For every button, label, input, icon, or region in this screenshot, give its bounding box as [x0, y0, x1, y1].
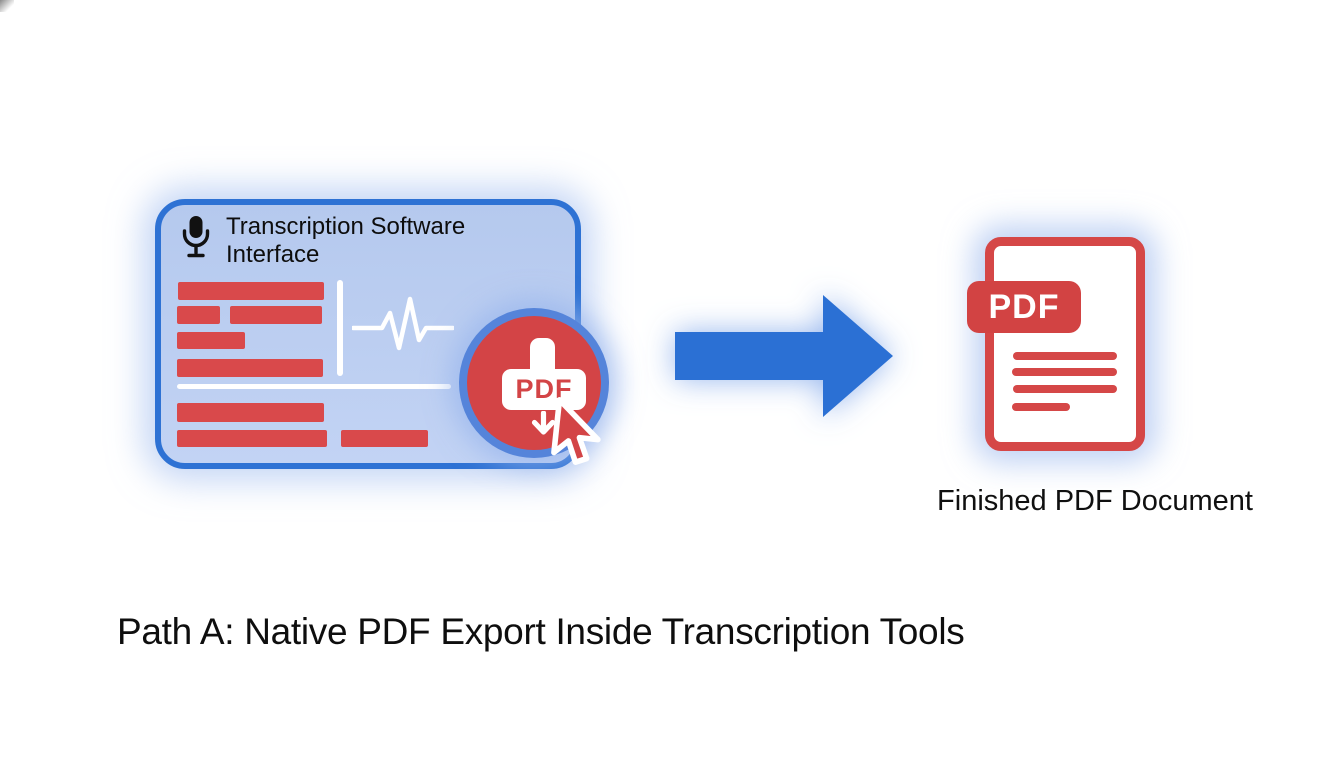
transcript-line: [177, 403, 324, 422]
transcript-line: [177, 306, 220, 324]
document-text-line: [1012, 403, 1070, 411]
document-caption: Finished PDF Document: [937, 485, 1253, 517]
transcript-line: [230, 306, 322, 324]
transcript-line: [341, 430, 428, 447]
card-title: Transcription Software Interface: [226, 213, 466, 268]
transcript-line: [177, 332, 245, 349]
divider-horizontal: [177, 384, 451, 389]
cursor-pointer-icon: [551, 396, 601, 465]
arrow-right-icon: [675, 295, 893, 417]
download-arrow-icon: [531, 411, 556, 435]
diagram-heading: Path A: Native PDF Export Inside Transcr…: [117, 611, 965, 652]
microphone-icon: [182, 216, 210, 258]
pdf-file-icon: [985, 237, 1145, 451]
transcript-line: [178, 282, 324, 300]
transcript-line: [177, 430, 327, 447]
document-text-line: [1012, 368, 1117, 376]
waveform-icon: [352, 296, 454, 351]
document-text-line: [1013, 352, 1117, 360]
pdf-download-icon: [530, 338, 555, 373]
transcript-line: [177, 359, 323, 377]
document-text-line: [1013, 385, 1117, 393]
corner-artifact: [0, 0, 14, 12]
divider-vertical: [337, 280, 343, 376]
pdf-badge: PDF: [967, 281, 1081, 333]
pdf-export-button-ring: PDF: [459, 308, 609, 458]
